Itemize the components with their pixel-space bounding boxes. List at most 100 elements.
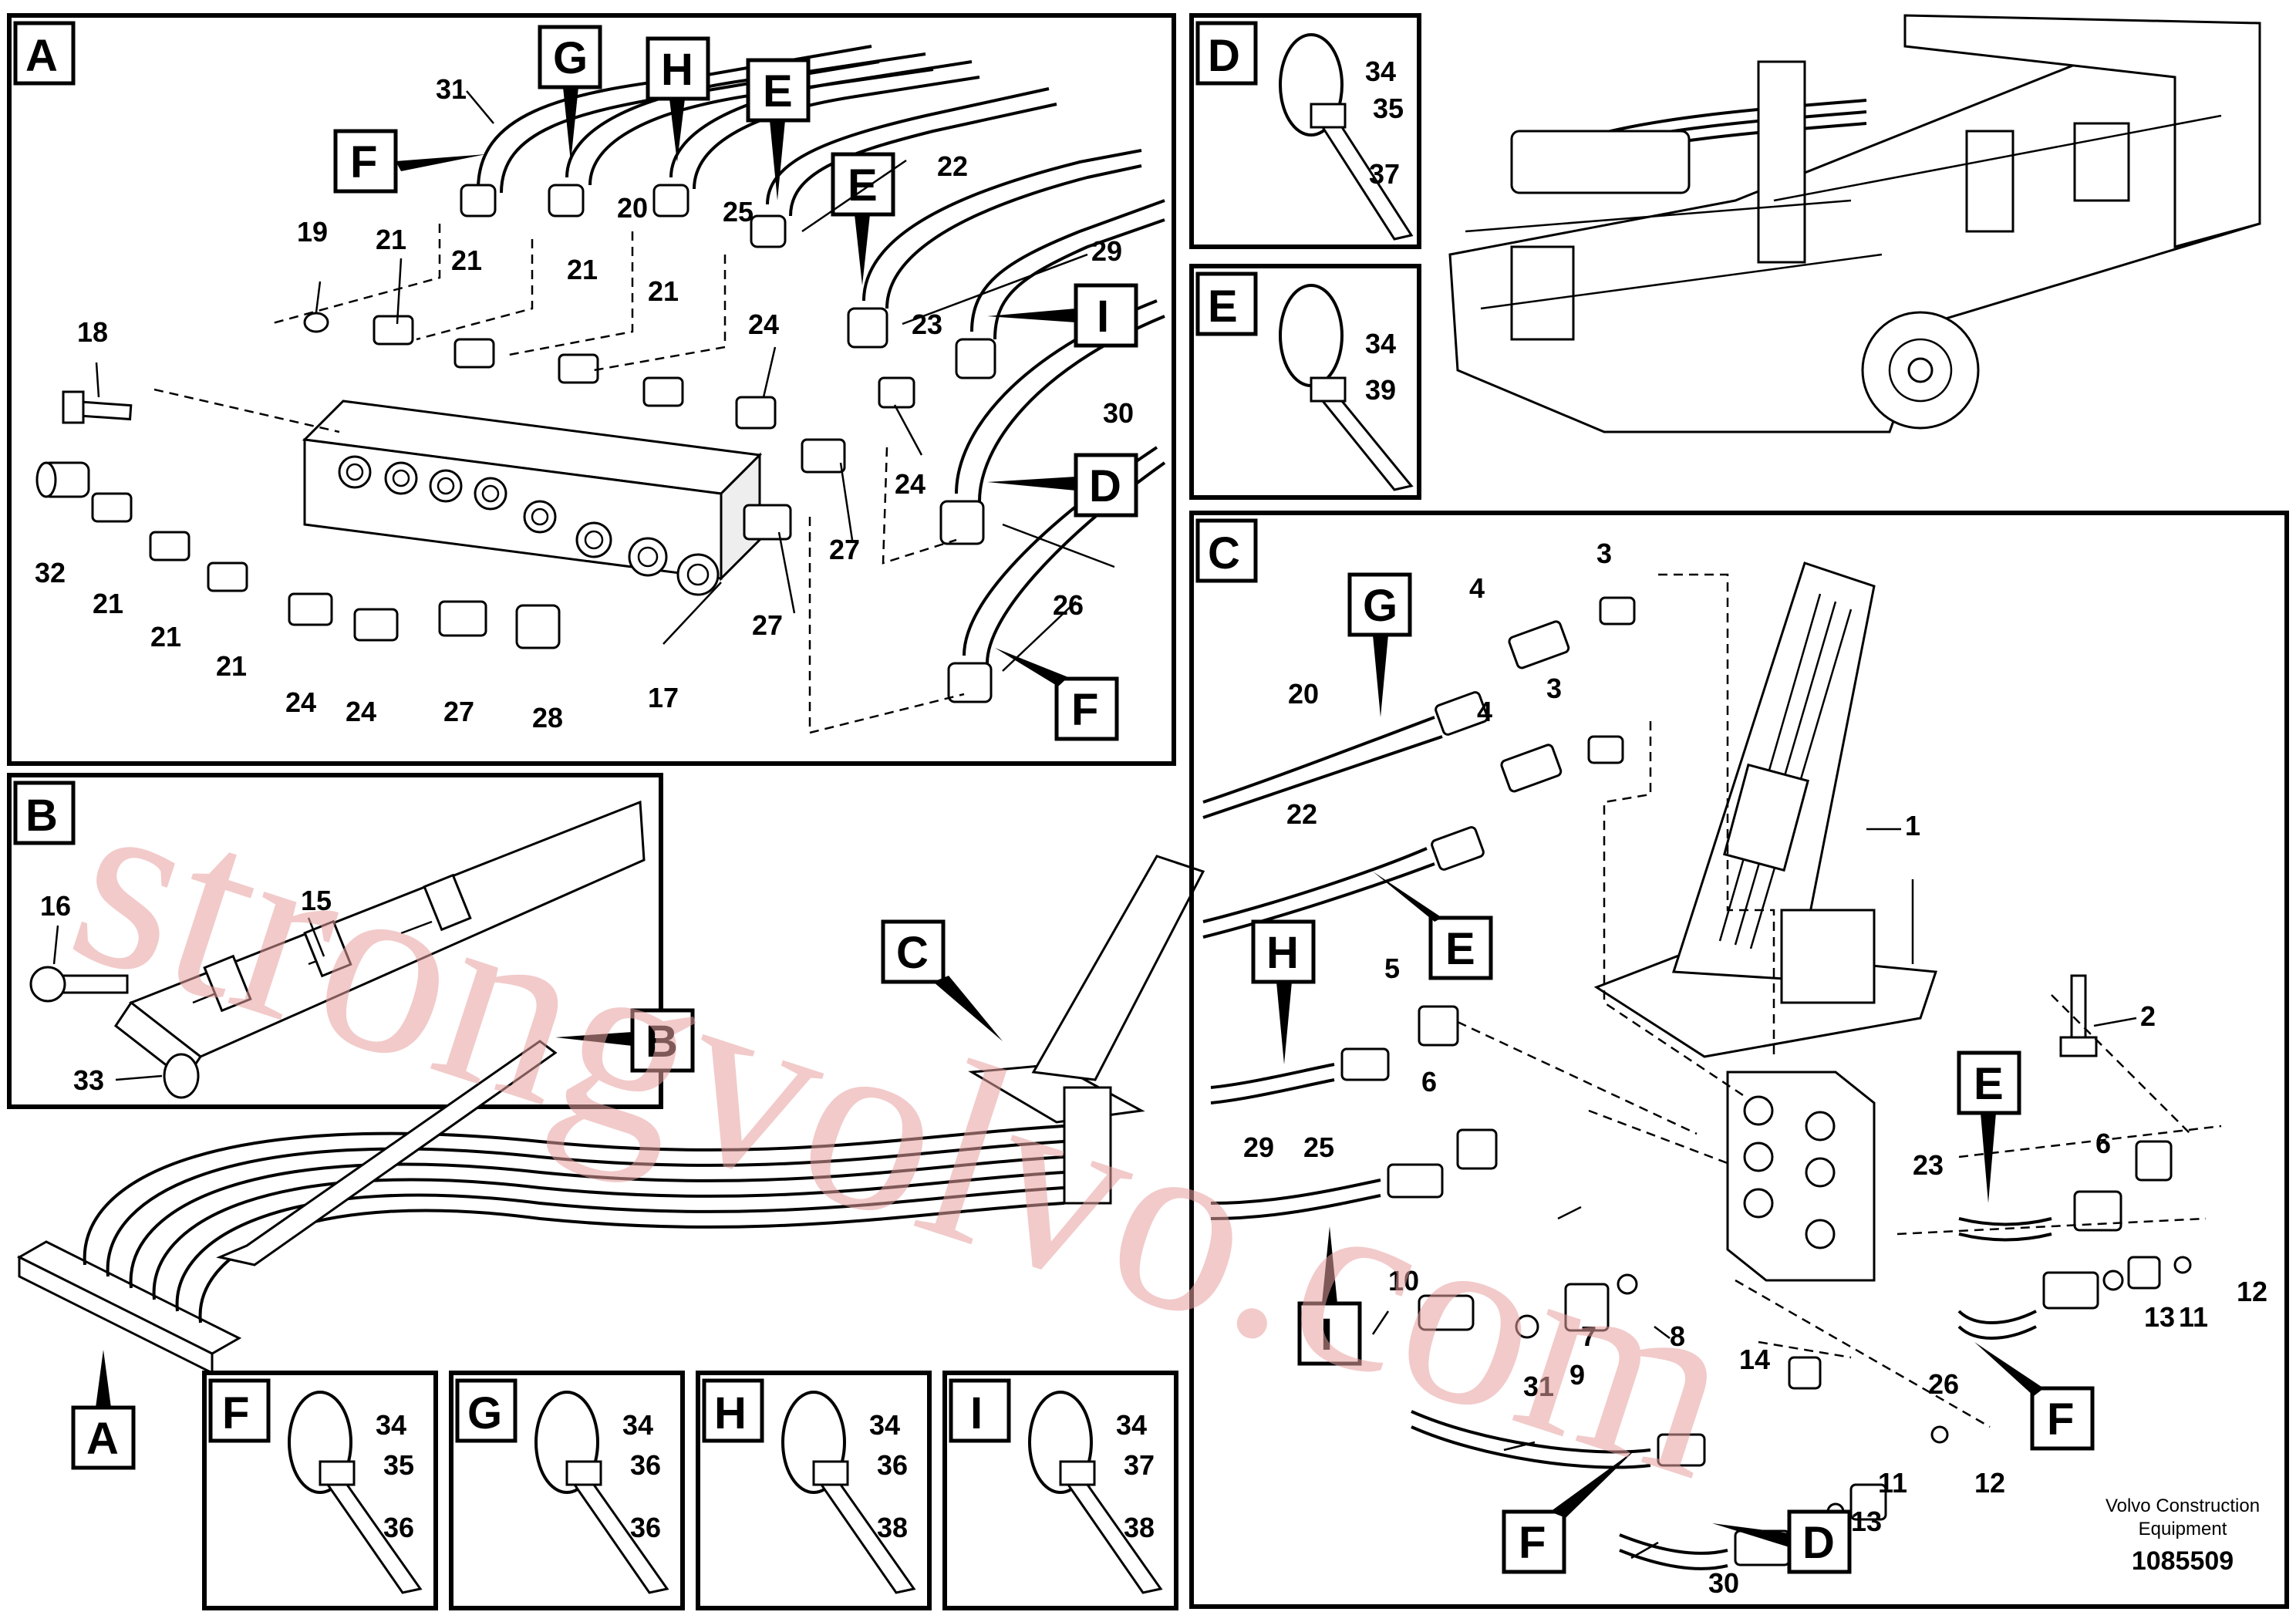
- label-3b: 3: [1546, 673, 1562, 704]
- label-8: 8: [1670, 1320, 1685, 1352]
- cable-tie-g: [534, 1391, 669, 1594]
- panel-f-letter: F: [222, 1388, 249, 1438]
- label-34-d: 34: [1365, 56, 1396, 87]
- cable-tie-e: [1279, 284, 1414, 491]
- document-number: 1085509: [2132, 1546, 2234, 1576]
- label-11b: 11: [1878, 1467, 1907, 1499]
- svg-text:F: F: [1519, 1518, 1546, 1568]
- label-18: 18: [77, 316, 108, 348]
- label-26: 26: [1053, 589, 1084, 621]
- cable-tie-d: [1279, 33, 1414, 241]
- tag-a-overview: A: [71, 1350, 136, 1470]
- label-21g: 21: [216, 650, 247, 682]
- tag-e-a1: E: [746, 58, 811, 201]
- svg-text:D: D: [1089, 461, 1121, 511]
- part-labels-small-panels: 34 35 37 34 39 34 35 36 34 36 36 34 36 3…: [376, 56, 1404, 1543]
- label-12b: 12: [1974, 1467, 2005, 1499]
- panel-b-frame: [7, 773, 663, 1109]
- label-34-g: 34: [622, 1409, 653, 1441]
- label-1: 1: [1905, 810, 1920, 841]
- panel-c-letter: C: [1208, 528, 1240, 578]
- label-5: 5: [1384, 953, 1400, 984]
- brand-line-1: Volvo Construction: [2106, 1496, 2260, 1516]
- part-labels-panel-a: 31 20 25 22 23 29 30 26 19 18 21 21 21 2…: [35, 73, 1134, 733]
- label-15: 15: [301, 885, 332, 916]
- panel-i: I: [942, 1371, 1178, 1610]
- label-10: 10: [1388, 1265, 1419, 1297]
- label-21c: 21: [567, 254, 598, 285]
- label-24a: 24: [748, 309, 779, 340]
- washer-19: [303, 312, 329, 333]
- label-23: 23: [912, 309, 942, 340]
- overview-assembly: [16, 855, 1205, 1375]
- tag-f-a2: F: [995, 648, 1119, 741]
- tag-d-c: D: [1712, 1509, 1852, 1574]
- label-13a: 13: [2144, 1301, 2175, 1333]
- svg-text:C: C: [896, 928, 929, 978]
- tag-h-c: H: [1251, 919, 1316, 1064]
- label-24b: 24: [895, 468, 925, 500]
- label-36-g: 36: [630, 1449, 661, 1481]
- tag-h-a: H: [646, 36, 710, 162]
- label-36-h: 36: [877, 1449, 908, 1481]
- manifold-block: [302, 400, 763, 596]
- svg-text:F: F: [350, 137, 377, 187]
- fittings-panel-c: [1340, 596, 2192, 1566]
- label-21a: 21: [376, 224, 406, 255]
- overview-pedal: [968, 855, 1205, 1205]
- label-21f: 21: [150, 621, 181, 653]
- label-27c: 27: [443, 696, 474, 727]
- part-labels-panel-b: 15 16 33: [40, 885, 332, 1096]
- panel-e: E: [1189, 264, 1421, 500]
- tag-d-a: D: [987, 453, 1138, 518]
- panel-e-frame: [1189, 264, 1421, 500]
- label-39-e: 39: [1365, 374, 1396, 406]
- label-16: 16: [40, 890, 71, 922]
- label-38-i: 38: [1124, 1512, 1155, 1543]
- svg-text:G: G: [553, 33, 588, 83]
- panel-a-frame: [7, 13, 1176, 766]
- label-22c: 22: [1286, 798, 1317, 830]
- panel-b-letter: B: [25, 791, 58, 841]
- watermark: strongvolvo.com: [45, 733, 1765, 1533]
- label-31: 31: [436, 73, 467, 105]
- label-29c: 29: [1243, 1131, 1274, 1163]
- svg-text:H: H: [661, 45, 693, 95]
- label-21b: 21: [451, 244, 482, 276]
- svg-text:E: E: [1445, 924, 1475, 974]
- panel-i-letter: I: [970, 1388, 983, 1438]
- svg-text:E: E: [763, 66, 793, 116]
- footer: Volvo Construction Equipment 1085509: [2106, 1496, 2260, 1576]
- label-36-f: 36: [383, 1512, 414, 1543]
- panel-e-letter: E: [1208, 282, 1238, 332]
- valve-body: [1726, 1071, 1876, 1282]
- label-20: 20: [617, 192, 648, 224]
- label-4b: 4: [1477, 696, 1492, 727]
- hoses-panel-c: [1202, 716, 2052, 1570]
- label-33: 33: [73, 1064, 104, 1096]
- label-37-i: 37: [1124, 1449, 1155, 1481]
- tag-e-c1: E: [1373, 872, 1493, 980]
- svg-text:A: A: [86, 1414, 119, 1464]
- panel-c: C: [1189, 511, 2289, 1609]
- label-17: 17: [648, 682, 679, 713]
- cable-tie-f: [288, 1391, 423, 1594]
- panel-f-label-box: [208, 1378, 271, 1443]
- panel-d-letter: D: [1208, 31, 1240, 81]
- label-38-h: 38: [877, 1512, 908, 1543]
- svg-text:D: D: [1802, 1518, 1835, 1568]
- panel-a-letter: A: [25, 31, 58, 81]
- label-27b: 27: [752, 609, 783, 641]
- panel-b-label-box: [13, 781, 76, 845]
- svg-text:F: F: [2047, 1394, 2074, 1445]
- tag-c-overview: C: [881, 919, 1003, 1041]
- clamp-33: [163, 1053, 200, 1099]
- machine-frame-overview: [1448, 14, 2261, 433]
- label-26c: 26: [1928, 1368, 1959, 1400]
- callout-tags: F G H E E I D: [71, 25, 2095, 1574]
- tag-f-c1: F: [1974, 1342, 2095, 1451]
- panel-d: D: [1189, 13, 1421, 249]
- tag-b-overview: B: [555, 1008, 695, 1073]
- tag-e-a2: E: [831, 152, 895, 285]
- svg-text:E: E: [848, 160, 878, 211]
